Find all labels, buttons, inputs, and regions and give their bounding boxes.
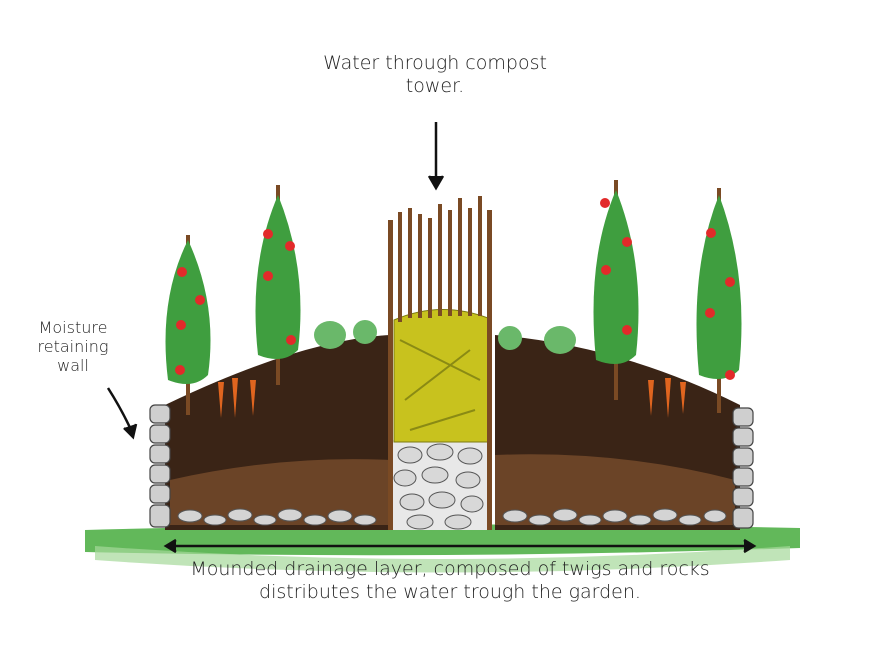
label-line: Mounded drainage layer, composed of twig… — [190, 558, 710, 580]
stone-wall-right — [732, 407, 754, 529]
leafy-greens — [314, 320, 576, 354]
carrots-right — [648, 378, 686, 418]
label-line: wall — [57, 356, 89, 376]
stone-wall-left — [149, 404, 171, 528]
moisture-wall-label: Moisture retaining wall — [18, 318, 128, 376]
tomato-plant-1 — [165, 235, 211, 415]
carrots-left — [218, 378, 256, 418]
compost-tower — [388, 196, 492, 530]
drainage-layer-label: Mounded drainage layer, composed of twig… — [120, 558, 780, 604]
compost-tower-label: Water through compost tower. — [300, 52, 570, 98]
label-line: distributes the water trough the garden. — [259, 580, 641, 603]
arrow-down-icon — [427, 122, 445, 191]
double-arrow-drainage-icon — [163, 538, 757, 554]
label-line: tower. — [405, 74, 465, 97]
label-line: Water through compost — [323, 52, 547, 74]
label-line: retaining — [37, 337, 109, 357]
label-line: Moisture — [38, 318, 108, 337]
tomato-plant-4 — [696, 188, 742, 413]
drainage-rocks — [177, 508, 727, 526]
tomato-plant-2 — [255, 185, 301, 385]
ground-grass — [85, 524, 800, 573]
tomato-plant-3 — [593, 180, 639, 400]
arrow-wall-icon — [106, 387, 138, 440]
